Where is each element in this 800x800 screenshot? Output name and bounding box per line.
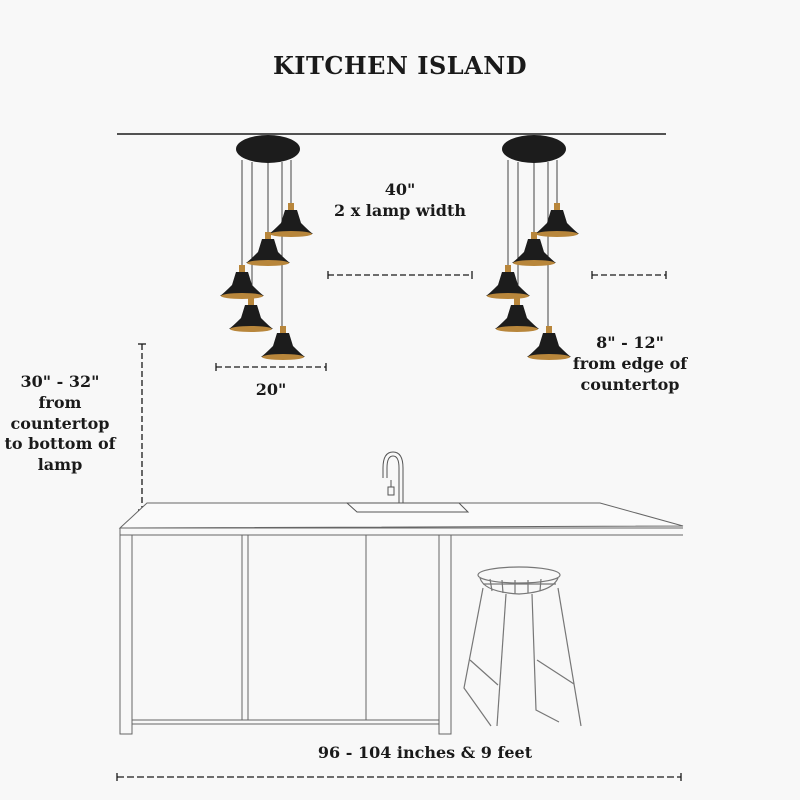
cabinet-leg-right	[438, 534, 452, 735]
pendant-shade-icon	[220, 265, 264, 299]
cabinet-leg-left	[119, 534, 133, 735]
hanging-height-line5: lamp	[37, 455, 83, 475]
pendant-shade-icon	[512, 232, 556, 266]
pendant-shade-icon	[246, 232, 290, 266]
countertop	[118, 502, 684, 529]
hanging-height-label: 30" - 32" from countertop to bottom of l…	[0, 372, 120, 476]
faucet-icon	[382, 451, 404, 503]
hanging-height-line2: from	[38, 392, 82, 412]
ceiling-canopy-icon	[502, 135, 566, 163]
edge-offset-label: 8" - 12" from edge of countertop	[560, 333, 700, 395]
lamp-spacing-note: 2 x lamp width	[333, 200, 466, 220]
cabinet-door	[131, 534, 243, 721]
pendant-shade-icon	[535, 203, 579, 237]
hanging-height-dimension-line	[138, 343, 146, 511]
cabinet-door	[247, 534, 367, 721]
island-length-dimension-line	[116, 773, 682, 781]
left-pendant-cluster	[220, 135, 313, 360]
pendant-shade-icon	[527, 326, 571, 360]
pendant-shade-icon	[261, 326, 305, 360]
hanging-height-value: 30" - 32"	[20, 372, 100, 391]
lamp-spacing-label: 40" 2 x lamp width	[310, 180, 490, 222]
edge-offset-line2: from edge of	[572, 353, 688, 373]
lamp-spacing-dimension-line	[327, 271, 473, 279]
edge-offset-line3: countertop	[580, 374, 680, 394]
edge-offset-dimension-line	[591, 271, 667, 279]
lamp-width-label: 20"	[255, 380, 287, 399]
diagram-title: KITCHEN ISLAND	[272, 51, 528, 80]
right-pendant-cluster	[486, 135, 579, 360]
pendant-shade-icon	[229, 298, 273, 332]
kitchen-island	[118, 451, 684, 735]
pendant-shade-icon	[269, 203, 313, 237]
lamp-spacing-value: 40"	[384, 180, 416, 199]
pendant-shade-icon	[495, 298, 539, 332]
bar-stool	[463, 566, 582, 727]
lamp-width-dimension-line	[215, 363, 327, 371]
pendant-shade-icon	[486, 265, 530, 299]
ceiling-canopy-icon	[236, 135, 300, 163]
island-length-label: 96 - 104 inches & 9 feet	[317, 743, 533, 762]
cabinet-door	[365, 534, 440, 721]
hanging-height-line3: countertop	[10, 413, 110, 433]
sink	[345, 502, 470, 513]
edge-offset-value: 8" - 12"	[596, 333, 664, 352]
hanging-height-line4: to bottom of	[4, 434, 116, 454]
